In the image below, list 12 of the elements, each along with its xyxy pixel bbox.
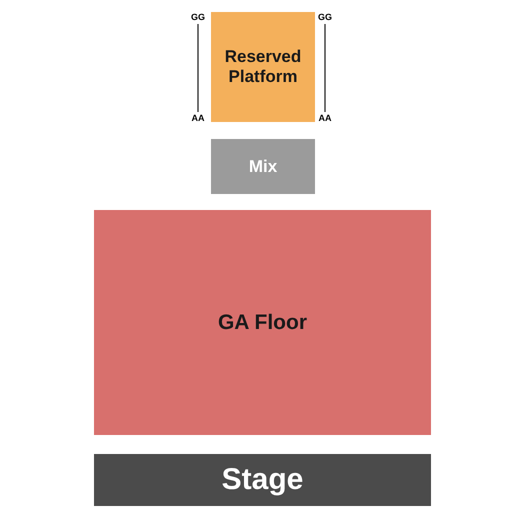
floor-section — [94, 210, 431, 435]
section-label: Mix — [248, 156, 278, 176]
section-label: Reserved Platform — [224, 47, 302, 87]
row-label: GG — [318, 12, 332, 22]
row-label: AA — [318, 113, 332, 123]
row-label: AA — [192, 113, 204, 123]
seating-section — [211, 12, 315, 122]
row-label: GG — [191, 12, 205, 22]
section-label: GA Floor — [218, 310, 308, 334]
stage-area — [94, 454, 431, 506]
section-label: Stage — [222, 463, 304, 497]
mix-area — [211, 139, 315, 194]
